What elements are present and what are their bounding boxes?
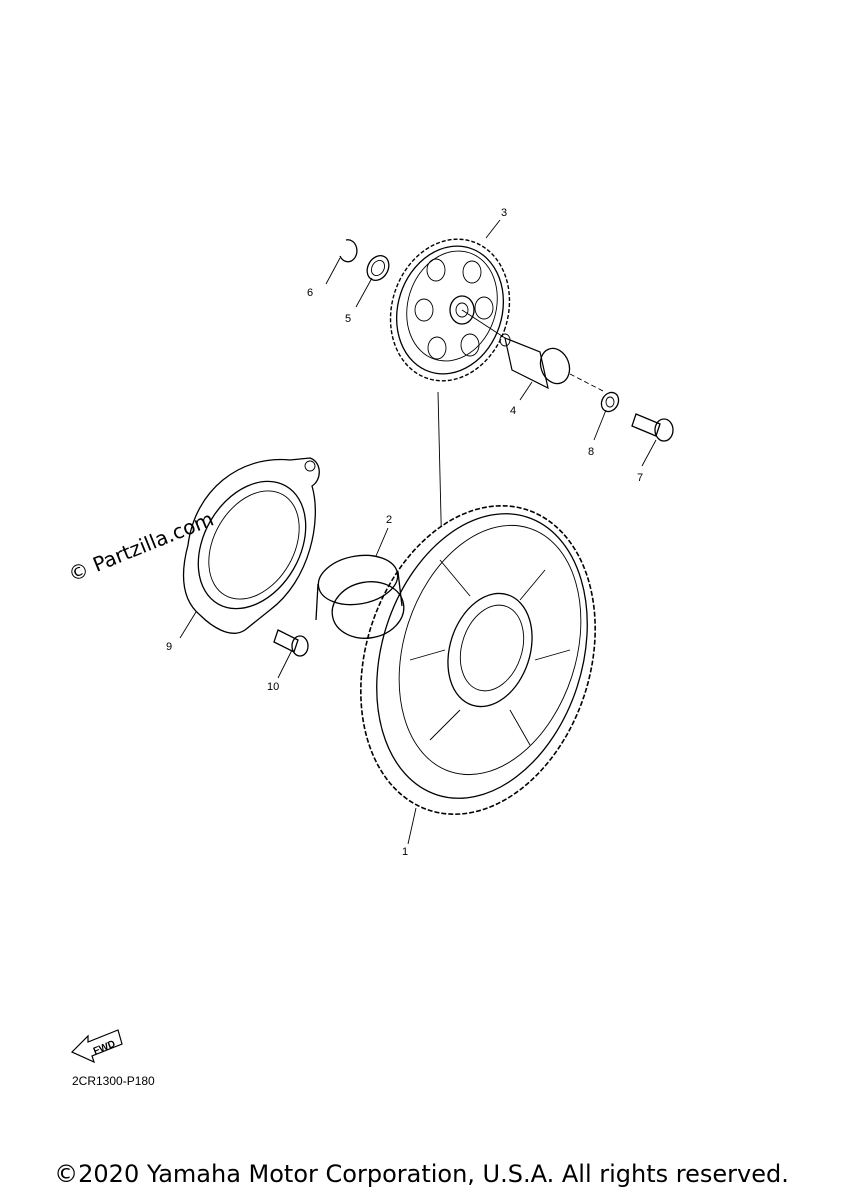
idler-gear-part-3[interactable] — [373, 224, 528, 397]
clutch-housing-part-9[interactable] — [176, 457, 327, 634]
washer-part-8[interactable] — [598, 389, 622, 414]
copyright-footer: ©2020 Yamaha Motor Corporation, U.S.A. A… — [54, 1160, 789, 1188]
leader-lines — [179, 219, 657, 845]
callout-5: 5 — [345, 313, 351, 325]
callout-10: 10 — [267, 681, 279, 693]
callout-9: 9 — [166, 641, 172, 653]
watermark-text: © Partzilla.com — [65, 507, 217, 587]
diagram-code: 2CR1300-P180 — [72, 1074, 155, 1088]
starter-wheel-gear-part-1[interactable] — [323, 475, 634, 845]
callout-8: 8 — [588, 446, 594, 458]
callout-4: 4 — [510, 405, 516, 417]
circlip-part-6[interactable] — [339, 239, 358, 263]
shaft-part-4[interactable] — [461, 309, 606, 393]
callout-2: 2 — [386, 514, 392, 526]
fwd-arrow-icon: FWD — [70, 1029, 123, 1064]
callout-3: 3 — [501, 207, 507, 219]
callout-7: 7 — [637, 472, 643, 484]
needle-bearing-part-2[interactable] — [314, 549, 408, 643]
bolt-part-10[interactable] — [273, 629, 309, 657]
bolt-part-7[interactable] — [631, 413, 674, 442]
callout-1: 1 — [402, 846, 408, 858]
washer-part-5[interactable] — [363, 252, 393, 285]
callout-6: 6 — [307, 287, 313, 299]
